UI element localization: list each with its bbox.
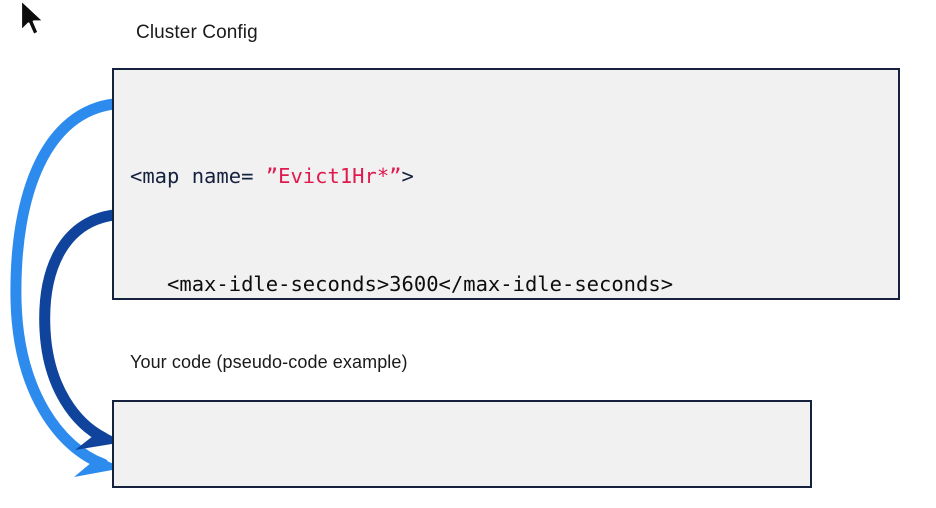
- code-token-open-map-tag: <map name=: [130, 164, 266, 188]
- mouse-pointer-icon: [19, 0, 46, 37]
- code-line-1: <map name= ”Evict1Hr*”>: [130, 158, 898, 194]
- cluster-config-caption: Cluster Config: [136, 22, 258, 43]
- user-code-block: map myMap1 = map.get(“myMap1”) map myMap…: [112, 400, 812, 488]
- arrow-evict1hr-to-mymap2: [10, 98, 123, 477]
- code-line-2: <max-idle-seconds>3600</max-idle-seconds…: [130, 272, 674, 296]
- code-token-tag-close-bracket: >: [401, 164, 414, 188]
- code-token-map-name-evict1hr: ”Evict1Hr*”: [265, 164, 402, 188]
- cluster-config-code-block: <map name= ”Evict1Hr*”> <max-idle-second…: [112, 68, 900, 300]
- usercode-line-1: map myMap1 = map.get(“myMap1”): [130, 486, 810, 488]
- user-code-caption: Your code (pseudo-code example): [130, 352, 408, 372]
